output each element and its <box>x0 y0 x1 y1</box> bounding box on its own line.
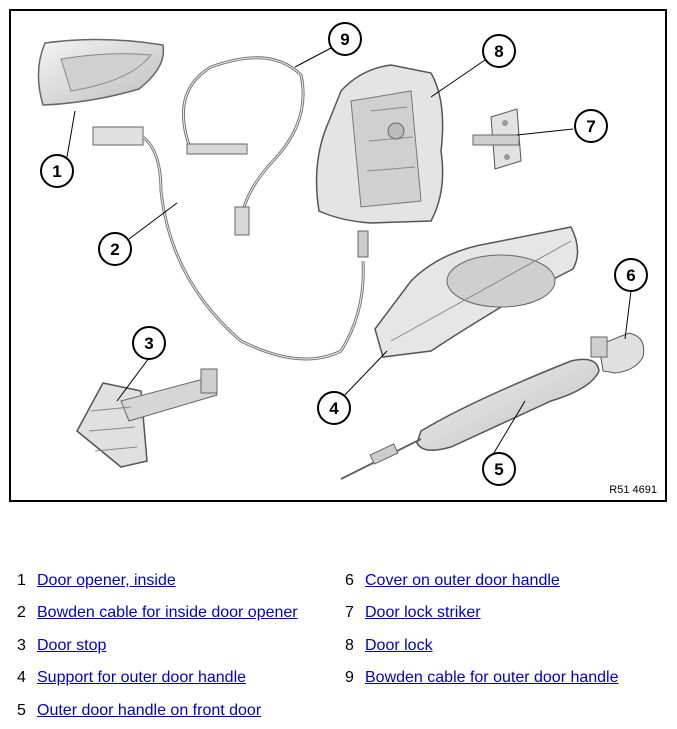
legend-link-door-opener-inside[interactable]: Door opener, inside <box>37 572 176 589</box>
legend-item-number: 8 <box>345 637 354 654</box>
legend-item: 2 Bowden cable for inside door opener <box>17 602 298 624</box>
legend-link-door-stop[interactable]: Door stop <box>37 637 107 654</box>
part-bowden-cable-outer <box>181 56 305 236</box>
callout-6: 6 <box>614 258 648 292</box>
callout-2-number: 2 <box>110 240 119 259</box>
callout-9-number: 9 <box>340 30 349 49</box>
legend-link-cover-outer-handle[interactable]: Cover on outer door handle <box>365 572 560 589</box>
callout-8-number: 8 <box>494 42 503 61</box>
legend-item-number: 6 <box>345 572 354 589</box>
legend-item-number: 1 <box>17 572 26 589</box>
part-outer-door-handle <box>340 358 600 480</box>
legend-item-number: 3 <box>17 637 26 654</box>
legend-link-bowden-cable-inside[interactable]: Bowden cable for inside door opener <box>37 604 298 621</box>
part-door-lock <box>315 64 444 224</box>
figure-id: R51 4691 <box>609 484 657 496</box>
legend-link-door-lock-striker[interactable]: Door lock striker <box>365 604 481 621</box>
callout-1-number: 1 <box>52 162 61 181</box>
callout-3-number: 3 <box>144 334 153 353</box>
callout-3: 3 <box>132 326 166 360</box>
legend-item-number: 2 <box>17 604 26 621</box>
legend-link-support-outer-handle[interactable]: Support for outer door handle <box>37 669 247 686</box>
exploded-parts-diagram: 1 2 3 4 5 6 7 8 <box>9 9 667 502</box>
legend-item-number: 7 <box>345 604 354 621</box>
legend-item: 5 Outer door handle on front door <box>17 700 261 722</box>
part-door-opener-inside <box>37 38 165 106</box>
callout-2: 2 <box>98 232 132 266</box>
legend-item-number: 9 <box>345 669 354 686</box>
legend-item: 4 Support for outer door handle <box>17 667 246 689</box>
legend-item: 3 Door stop <box>17 635 106 657</box>
part-support-outer-door-handle <box>374 226 579 358</box>
callout-7: 7 <box>574 109 608 143</box>
part-door-lock-striker <box>472 108 522 170</box>
callout-5-number: 5 <box>494 460 503 479</box>
legend-link-outer-door-handle[interactable]: Outer door handle on front door <box>37 702 262 719</box>
legend-item: 7 Door lock striker <box>345 602 481 624</box>
callout-7-number: 7 <box>586 117 595 136</box>
legend-item: 6 Cover on outer door handle <box>345 570 560 592</box>
callout-4: 4 <box>317 391 351 425</box>
part-bowden-cable-inside <box>92 126 369 361</box>
legend-link-door-lock[interactable]: Door lock <box>365 637 433 654</box>
legend-item: 8 Door lock <box>345 635 433 657</box>
parts-illustration: 1 2 3 4 5 6 7 8 <box>37 22 648 486</box>
callout-6-number: 6 <box>626 266 635 285</box>
callout-5: 5 <box>482 452 516 486</box>
callout-4-number: 4 <box>329 399 339 418</box>
callout-8: 8 <box>482 34 516 68</box>
legend-item: 1 Door opener, inside <box>17 570 176 592</box>
callout-leaders <box>66 47 632 462</box>
legend-item: 9 Bowden cable for outer door handle <box>345 667 619 689</box>
callout-9: 9 <box>328 22 362 56</box>
legend-item-number: 5 <box>17 702 26 719</box>
legend-link-bowden-cable-outer[interactable]: Bowden cable for outer door handle <box>365 669 619 686</box>
part-cover-outer-door-handle <box>590 332 645 374</box>
legend-item-number: 4 <box>17 669 26 686</box>
callout-1: 1 <box>40 154 74 188</box>
part-door-stop <box>76 368 218 468</box>
